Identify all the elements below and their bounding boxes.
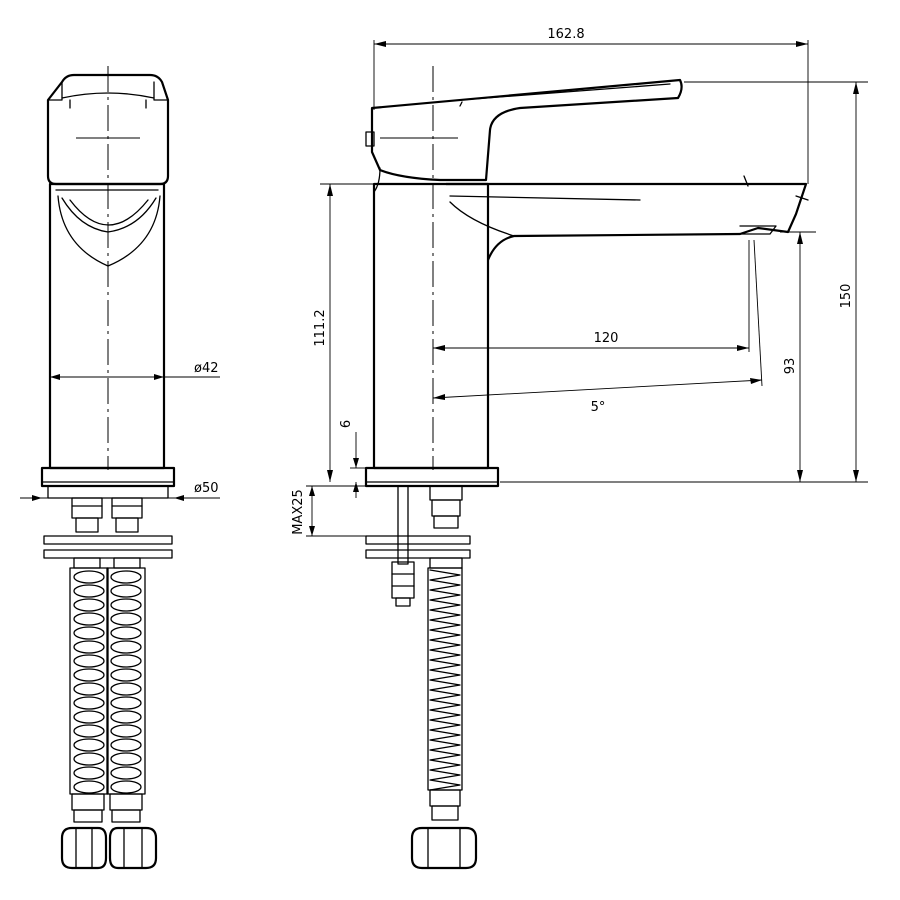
hose-coil [73,640,105,654]
hose-coil [73,654,105,668]
hose-coil [429,569,461,791]
hose-coil [110,780,142,794]
dim-overall-height: 150 [839,82,859,482]
dim-max-deck-thickness: MAX25 [291,486,315,536]
hose-coil [110,584,142,598]
hose-coil [110,626,142,640]
dim-spout-reach: 120 [433,331,749,351]
hose-coil [73,752,105,766]
side-hose [410,567,478,870]
hose-coil [110,612,142,626]
hose-coil [73,598,105,612]
dim-spout-angle-label: 5° [591,400,606,415]
dim-body-diameter: ø42 [50,361,220,380]
hose-coil [110,752,142,766]
dim-body-diameter-label: ø42 [194,361,219,376]
hose-coil [73,584,105,598]
side-fittings [365,485,471,607]
dim-overall-length-label: 162.8 [547,27,584,42]
hose-coil [110,724,142,738]
front-hoses [60,567,158,870]
hose-coil [110,654,142,668]
side-handle [365,78,683,193]
front-view: ø42 ø50 [20,66,220,870]
hose-coil [73,570,105,584]
hose-coil [73,626,105,640]
dim-base-diameter-label: ø50 [194,481,219,496]
hose-coil [73,766,105,780]
hose-coil [73,682,105,696]
dim-base-diameter: ø50 [20,481,220,501]
hose-coil [110,570,142,584]
dim-max-deck-thickness-label: MAX25 [291,489,306,535]
dim-spout-height-label: 93 [783,358,798,375]
hose-coil [73,738,105,752]
hose-coil [110,738,142,752]
side-view: 162.8 150 93 111.2 120 [291,27,868,870]
dim-spout-angle: 5° [432,378,763,415]
side-base [364,466,500,488]
dim-spout-height: 93 [783,232,803,482]
hose-coil [110,696,142,710]
front-fittings [43,497,173,569]
hose-coil [110,710,142,724]
front-body [48,182,166,470]
hose-coil [110,598,142,612]
hose-coil [110,668,142,682]
dim-overall-length: 162.8 [374,27,808,47]
hose-coil [73,696,105,710]
dim-body-height-label: 111.2 [313,309,328,346]
front-handle [46,73,170,186]
dim-body-height: 111.2 [313,184,333,482]
hose-coil [73,724,105,738]
hose-coil [73,668,105,682]
extension-lines [306,40,868,537]
dim-base-gap-label: 6 [339,420,354,428]
hose-coil [73,612,105,626]
side-body [372,182,490,470]
hose-coil [110,682,142,696]
hose-coil [73,710,105,724]
hose-coil [110,766,142,780]
hose-coil [73,780,105,794]
side-spout [446,175,809,261]
hose-coil [110,640,142,654]
dim-base-gap: 6 [339,420,359,498]
dim-overall-height-label: 150 [839,284,854,309]
front-base [40,466,176,499]
dim-spout-reach-label: 120 [594,331,619,346]
